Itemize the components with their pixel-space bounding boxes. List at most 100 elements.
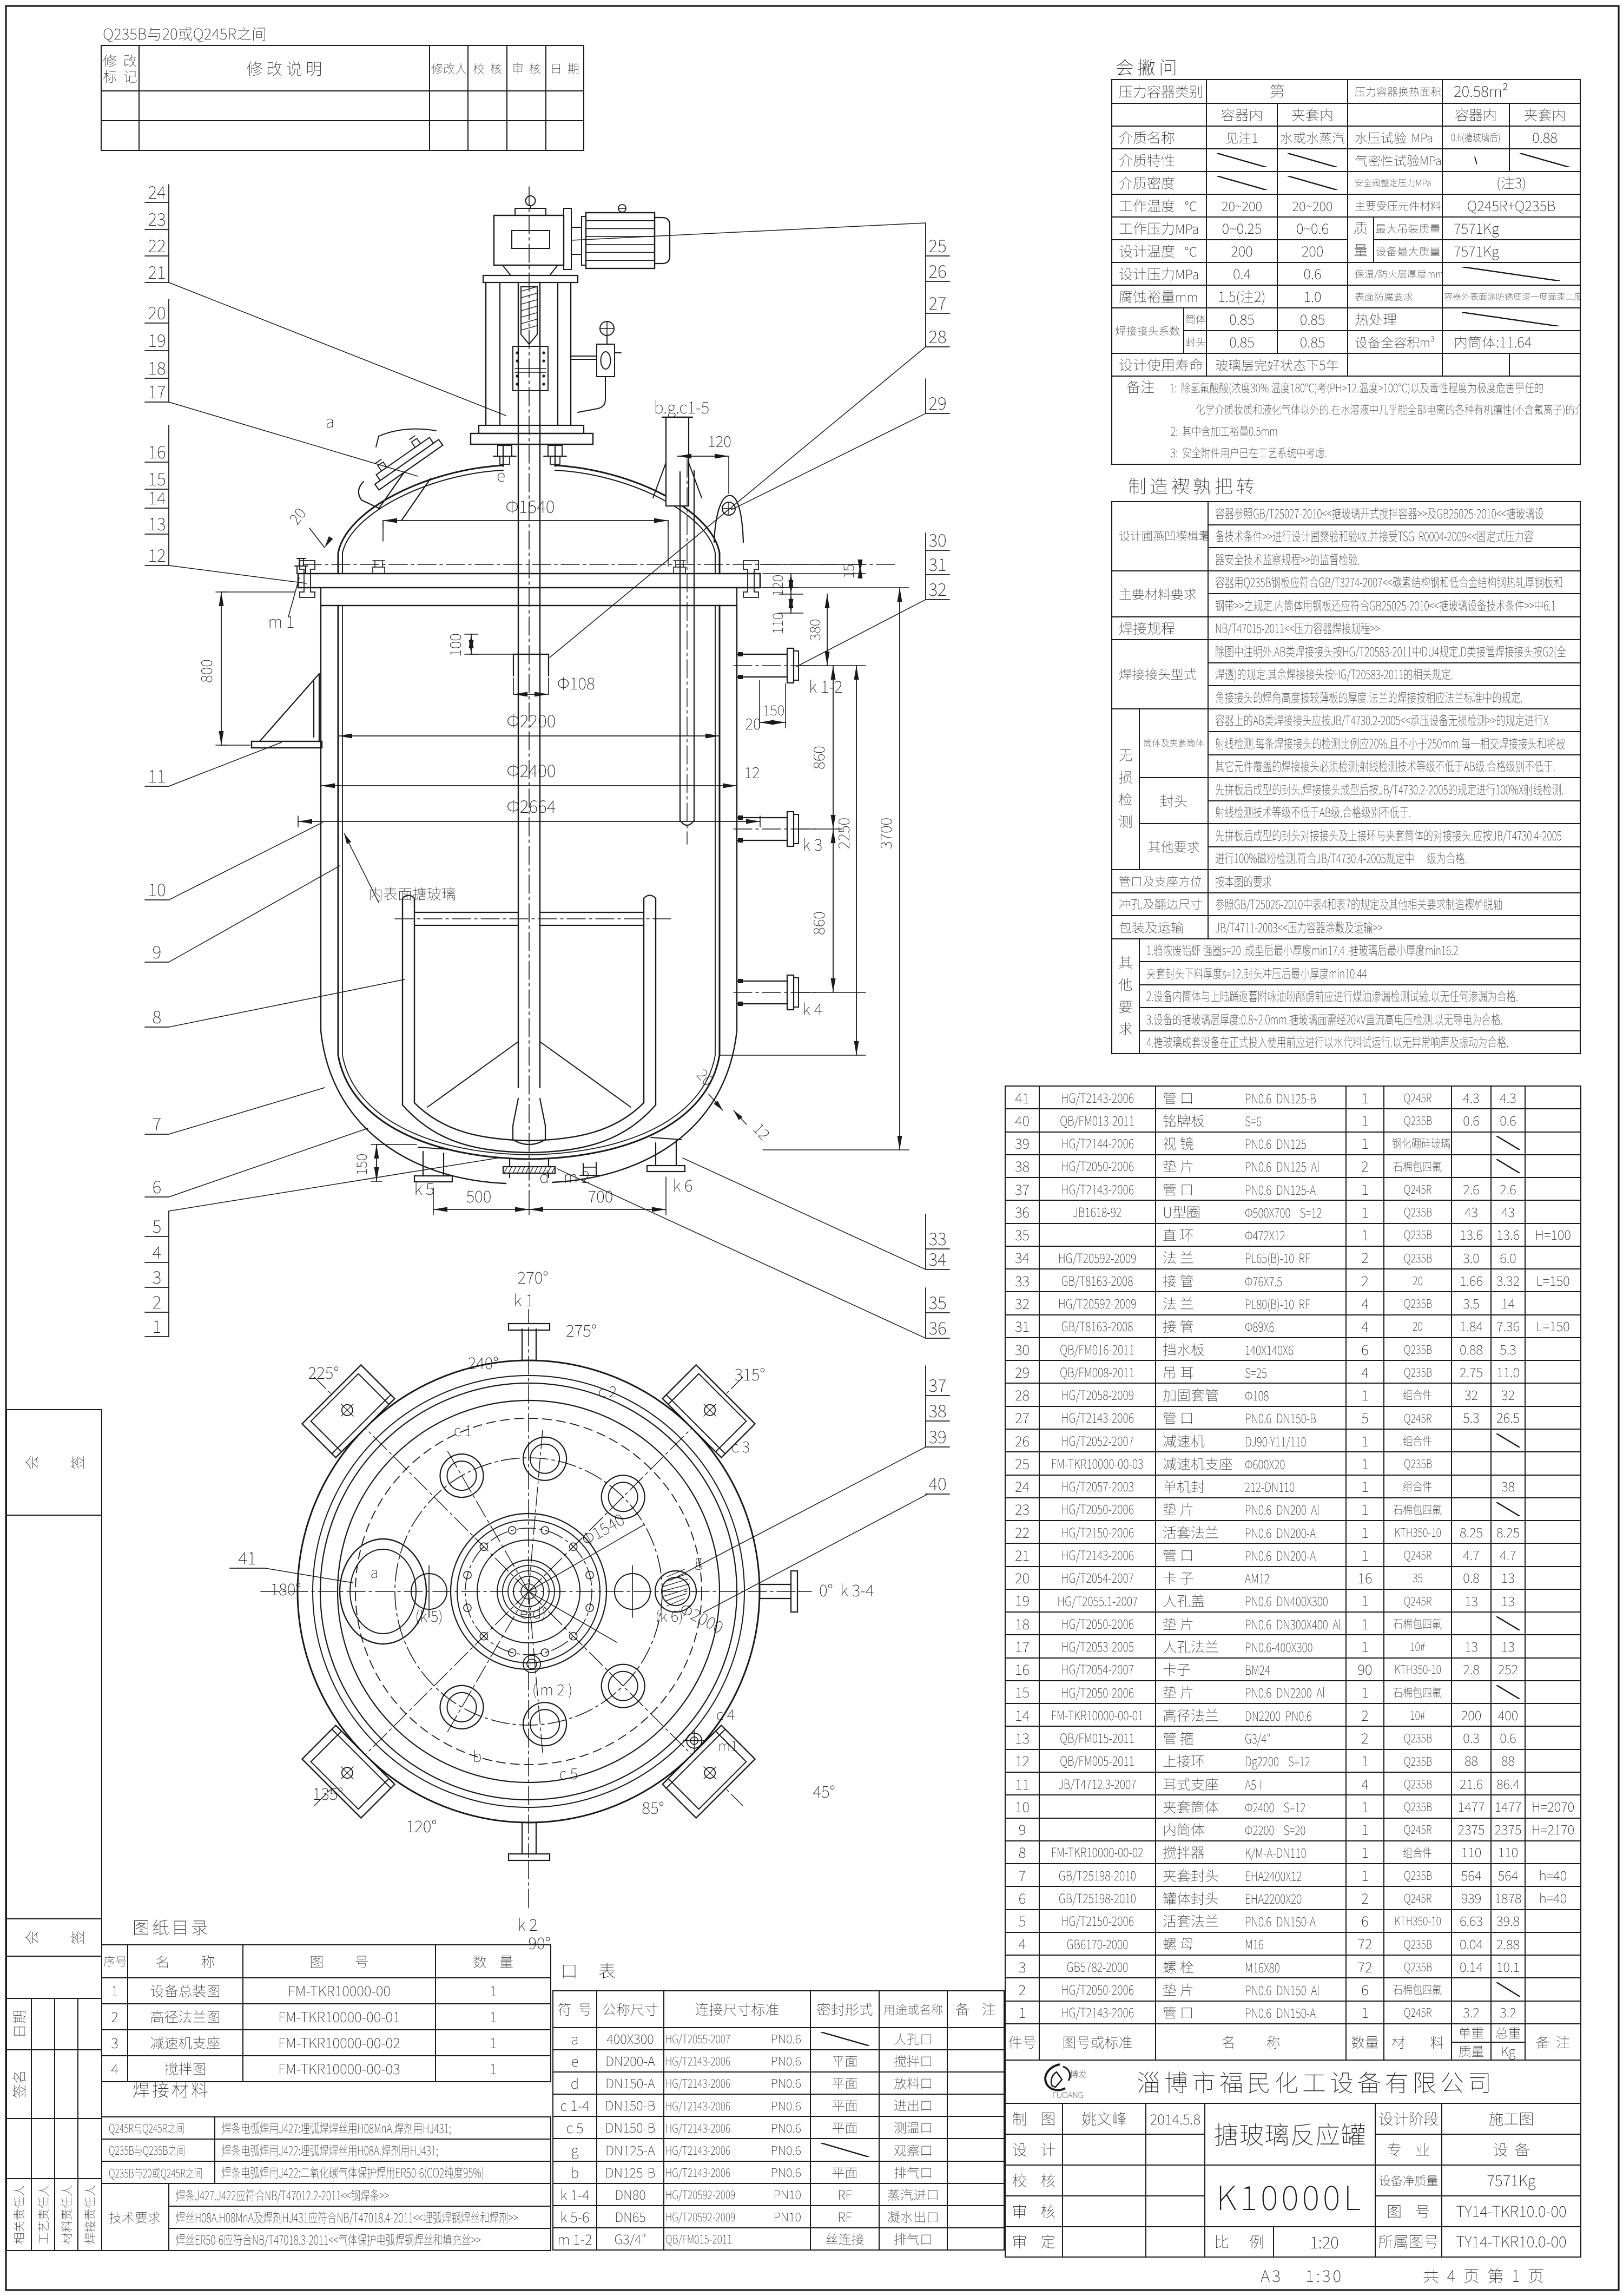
spec-unit: m³	[1420, 333, 1435, 351]
tb-field-value: 施工图	[1441, 2103, 1581, 2135]
bom-mat: Q245R	[1383, 1177, 1452, 1201]
bom-no: 14	[1005, 1703, 1040, 1727]
dim-label: k 2	[517, 1912, 537, 1936]
noz-note	[947, 2116, 1005, 2140]
bom-std: FM-TKR10000-00-01	[1039, 1703, 1156, 1727]
bom-mat: KTH350-10	[1383, 1909, 1452, 1933]
bom-w2: 6.0	[1490, 1245, 1526, 1270]
text: PN0.6	[770, 2074, 801, 2092]
dim-label: ( m 2 )	[532, 1679, 573, 1700]
plan-support-lug	[661, 1724, 756, 1819]
sig-countersign: 会签	[5, 1918, 103, 1957]
spec-title: 会撇问	[1116, 53, 1180, 80]
nozzle-label-m1: m 1	[268, 609, 295, 633]
text: 挡水板	[1163, 1339, 1205, 1359]
bom-note: H=2070	[1525, 1794, 1581, 1819]
bom-qty: 1	[1345, 1634, 1384, 1659]
bom-note	[1525, 1451, 1581, 1476]
bom-std: HG/T2143-2006	[1039, 1405, 1156, 1430]
spec-label: 气密性试验	[1355, 150, 1420, 169]
tb-name: 姚文峰	[1062, 2103, 1146, 2135]
noz-size: DN80	[596, 2182, 664, 2206]
noz-note	[947, 2182, 1005, 2206]
bom-w2: 3.2	[1490, 2000, 1526, 2024]
bom-no: 34	[1005, 1245, 1040, 1270]
bom-w2: 4.7	[1490, 1543, 1526, 1567]
balloon-number: 30	[928, 527, 946, 552]
bom-w2: 0.6	[1490, 1108, 1526, 1133]
mfg-content: JB/T4711-2003<<压力容器涂敷及运输>>	[1208, 915, 1581, 939]
welding-row: Q245R与Q245R之间焊条电弧焊用J427:埋弧焊焊丝用H08MnA.焊剂用…	[101, 2116, 552, 2140]
balloon-number: 23	[148, 206, 166, 231]
motor	[585, 204, 671, 269]
bom-no: 11	[1005, 1771, 1040, 1796]
text: Q245R	[1403, 1591, 1432, 1609]
cell	[545, 90, 584, 121]
model: K10000L	[1216, 2171, 1364, 2220]
bom-note	[1525, 1131, 1581, 1155]
bom-mat: 石棉包四氟	[1383, 1977, 1452, 2002]
leg-k5	[413, 1147, 453, 1183]
rev-mark-2: 标 记	[103, 66, 137, 86]
text: PN0.6 DN125-A	[1245, 1179, 1316, 1199]
elevation-view: e b.g.c1-5 a 20 m 1 内表面搪玻璃 k 1-2 k	[195, 186, 909, 1215]
angle-label: 270°	[518, 1265, 549, 1288]
bom-note	[1525, 1909, 1581, 1933]
anchor-agitator	[394, 894, 671, 1154]
dim-label: Φ1540	[506, 494, 555, 518]
mfg-content: 先拼板后成型的封头对接接头及上接环与夹套筒体的对接接头.应按JB/T4730.4…	[1208, 823, 1581, 847]
text: Q245R	[1403, 1820, 1432, 1838]
bom-w1: 0.88	[1451, 1337, 1492, 1361]
spec-label: 设计压力	[1119, 264, 1176, 284]
bom-w2: 13	[1490, 1565, 1526, 1590]
dim-label: c 4	[716, 1703, 735, 1725]
noz-sym: a	[552, 2027, 597, 2051]
text: GB/T25198-2010	[1058, 1865, 1137, 1884]
bom-std: HG/T2050-2006	[1039, 1497, 1156, 1522]
text: M16X80	[1245, 1957, 1280, 1976]
balloon-number: 29	[928, 390, 946, 415]
bom-std: HG/T2053-2005	[1039, 1634, 1156, 1659]
mfg-line: JB/T4711-2003<<压力容器涂敷及运输>>	[1215, 917, 1383, 936]
bom-w1: 2.6	[1451, 1177, 1492, 1201]
dim-label: c 1	[454, 1419, 473, 1441]
text: HG/T2143-2006	[665, 2096, 731, 2114]
cell: 水或水蒸汽	[1277, 126, 1349, 149]
weld-desc: 焊条电弧焊用J422:埋弧焊焊丝用H08A.焊剂用HJ431;	[214, 2139, 552, 2162]
bom-qty: 2	[1345, 1703, 1384, 1727]
text: Q235B与Q235B之间	[109, 2141, 186, 2159]
dim-label: 500	[466, 1183, 492, 1207]
bom-std: QB/FM016-2011	[1039, 1337, 1156, 1361]
noz-use: 观察口	[879, 2138, 948, 2162]
bom-w1: 0.04	[1451, 1931, 1492, 1956]
bom-note	[1525, 1977, 1581, 2002]
bom-note	[1525, 1726, 1581, 1750]
cat-dwg: FM-TKR10000-00-01	[242, 2003, 436, 2030]
bom-note	[1525, 1634, 1581, 1659]
mfg-ndt-label: 无损检测	[1111, 708, 1140, 870]
bom-std: HG/T2055.1-2007	[1039, 1588, 1156, 1613]
cat-name: 高径法兰图	[127, 2003, 243, 2030]
spec-value: 玻璃层完好状态下5年	[1206, 353, 1349, 377]
bom-mat: 20	[1383, 1268, 1452, 1293]
weld-pair: Q245R与Q245R之间	[101, 2116, 216, 2140]
bom-mat: 20	[1383, 1314, 1452, 1338]
text: 材料责任人	[57, 2185, 75, 2245]
noz-use: 人孔口	[879, 2027, 948, 2051]
text: 上接环	[1163, 1751, 1205, 1771]
mfg-other-label: 其他要求	[1111, 938, 1140, 1054]
cell	[1062, 2195, 1146, 2227]
bom-no: 40	[1005, 1108, 1040, 1133]
cell	[31, 2049, 55, 2119]
cell	[1062, 2165, 1146, 2196]
